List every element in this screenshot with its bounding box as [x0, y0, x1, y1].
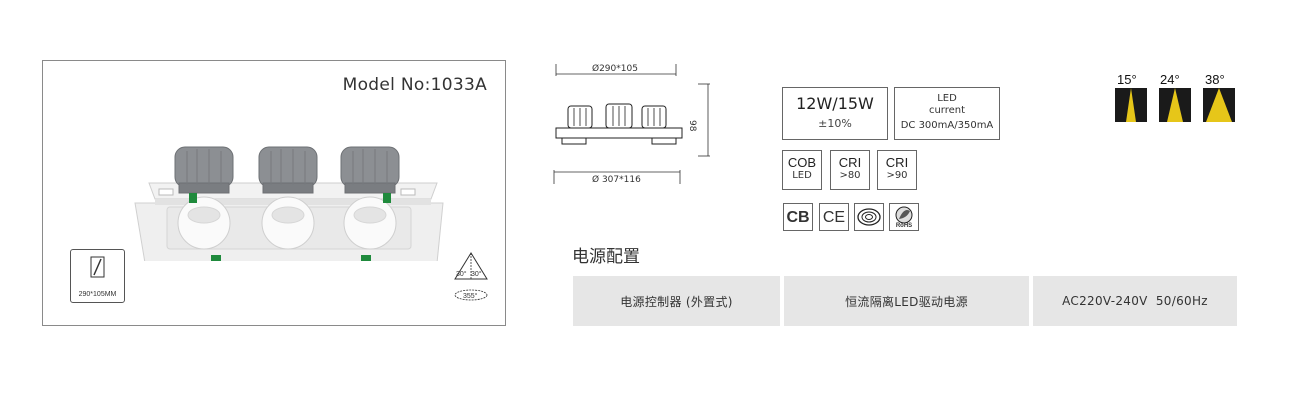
power-tolerance: ±10% — [818, 117, 852, 130]
cb-cert-label: CB — [786, 209, 810, 226]
ce-cert-badge: CE — [819, 203, 849, 231]
bottom-dimension-label: Ø 307*116 — [592, 175, 641, 185]
led-current-line3: DC 300mA/350mA — [900, 120, 994, 131]
model-number: Model No:1033A — [342, 75, 487, 95]
beam-option-38-label: 38° — [1205, 72, 1225, 87]
power-value: 12W/15W — [796, 94, 874, 113]
cri-80-label: CRI — [838, 155, 862, 170]
beam-angle-left: 30° — [456, 271, 467, 278]
led-current-line1: LED — [937, 93, 957, 104]
beam-38-icon — [1203, 88, 1235, 122]
rohs-cert-badge: RoHS — [889, 203, 919, 231]
ce-cert-label: CE — [822, 209, 846, 226]
cri-90-label: CRI — [885, 155, 909, 170]
cob-sub-label: LED — [792, 170, 812, 181]
heatsink-middle — [258, 146, 318, 194]
product-photo-panel: Model No:1033A — [42, 60, 506, 326]
cutout-size-box: 290*105MM — [70, 249, 125, 303]
top-dimension-label: Ø290*105 — [592, 64, 638, 74]
cob-label: COB — [787, 155, 817, 170]
beam-option-15-label: 15° — [1117, 72, 1137, 87]
beam-15-icon — [1115, 88, 1147, 122]
heatsink-right — [340, 146, 400, 194]
cutout-size-label: 290*105MM — [78, 291, 117, 298]
beam-option-24-label: 24° — [1160, 72, 1180, 87]
power-supply-cell-controller: 电源控制器 (外置式) — [573, 276, 780, 326]
rohs-cert-label: RoHS — [895, 223, 913, 229]
led-current-badge: LED current DC 300mA/350mA — [894, 87, 1000, 140]
ccc-cert-icon — [857, 208, 881, 226]
power-supply-cell-voltage: AC220V-240V 50/60Hz — [1033, 276, 1237, 326]
dimension-drawing — [553, 64, 710, 184]
power-badge: 12W/15W ±10% — [782, 87, 888, 140]
cob-led-badge: COB LED — [782, 150, 822, 190]
rotation-angle: 355° — [463, 293, 478, 300]
cri-90-value: >90 — [886, 170, 908, 181]
rohs-leaf-icon — [895, 206, 913, 224]
cutout-icon — [90, 256, 105, 278]
power-supply-cell-driver: 恒流隔离LED驱动电源 — [784, 276, 1029, 326]
cri-80-value: >80 — [839, 170, 861, 181]
cb-cert-badge: CB — [783, 203, 813, 231]
cri-80-badge: CRI >80 — [830, 150, 870, 190]
height-dimension-label: 98 — [687, 120, 697, 132]
ccc-cert-badge — [854, 203, 884, 231]
product-illustration — [134, 146, 444, 261]
beam-24-icon — [1159, 88, 1191, 122]
power-supply-title: 电源配置 — [572, 247, 640, 267]
heatsink-left — [174, 146, 234, 194]
cri-90-badge: CRI >90 — [877, 150, 917, 190]
beam-rotation-icon — [454, 252, 488, 301]
led-current-line2: current — [928, 105, 966, 116]
beam-angle-right: 30° — [471, 271, 482, 278]
